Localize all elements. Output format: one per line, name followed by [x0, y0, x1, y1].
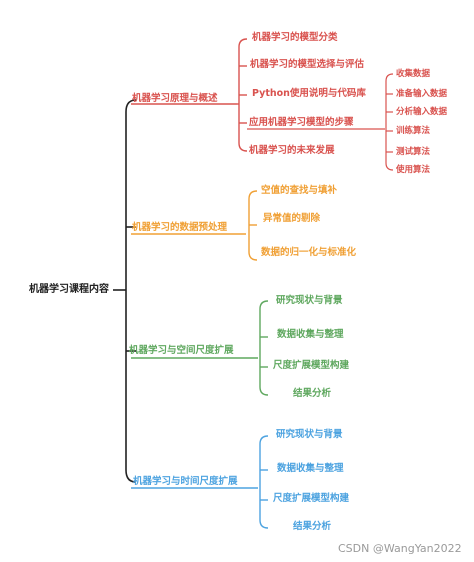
node-null-handling[interactable]: 空值的查找与填补 — [261, 185, 338, 196]
node-future-development[interactable]: 机器学习的未来发展 — [249, 145, 335, 156]
node-model-steps[interactable]: 应用机器学习模型的步骤 — [249, 117, 354, 128]
step-train-algorithm[interactable]: 训练算法 — [396, 126, 431, 136]
root-node[interactable]: 机器学习课程内容 — [29, 284, 109, 295]
node-spatial-background[interactable]: 研究现状与背景 — [276, 295, 343, 306]
node-model-classification[interactable]: 机器学习的模型分类 — [252, 32, 338, 43]
node-temporal-data[interactable]: 数据收集与整理 — [277, 463, 344, 474]
step-test-algorithm[interactable]: 测试算法 — [396, 147, 431, 157]
node-model-selection[interactable]: 机器学习的模型选择与评估 — [250, 59, 365, 70]
branch-node-spatial[interactable]: 机器学习与空间尺度扩展 — [129, 345, 234, 356]
node-temporal-results[interactable]: 结果分析 — [293, 521, 332, 532]
watermark: CSDN @WangYan2022 — [338, 542, 462, 555]
branch4-bracket — [259, 435, 269, 529]
steps-bracket — [385, 73, 394, 171]
node-temporal-model[interactable]: 尺度扩展模型构建 — [273, 493, 350, 504]
step-use-algorithm[interactable]: 使用算法 — [396, 165, 431, 175]
branch-node-preprocessing[interactable]: 机器学习的数据预处理 — [132, 222, 228, 233]
node-spatial-data[interactable]: 数据收集与整理 — [277, 329, 344, 340]
node-outlier-removal[interactable]: 异常值的剔除 — [263, 213, 321, 224]
node-temporal-background[interactable]: 研究现状与背景 — [276, 429, 343, 440]
node-python-usage[interactable]: Python使用说明与代码库 — [252, 88, 366, 99]
node-spatial-model[interactable]: 尺度扩展模型构建 — [273, 360, 350, 371]
step-analyze-input[interactable]: 分析输入数据 — [396, 107, 448, 117]
root-trunk — [125, 99, 137, 483]
step-collect-data[interactable]: 收集数据 — [396, 69, 431, 79]
branch3-bracket — [259, 300, 269, 396]
node-normalization[interactable]: 数据的归一化与标准化 — [261, 247, 357, 258]
branch-node-principles[interactable]: 机器学习原理与概述 — [132, 93, 218, 104]
node-spatial-results[interactable]: 结果分析 — [293, 388, 332, 399]
branch-node-temporal[interactable]: 机器学习与时间尺度扩展 — [133, 476, 238, 487]
step-prepare-input[interactable]: 准备输入数据 — [396, 89, 448, 99]
